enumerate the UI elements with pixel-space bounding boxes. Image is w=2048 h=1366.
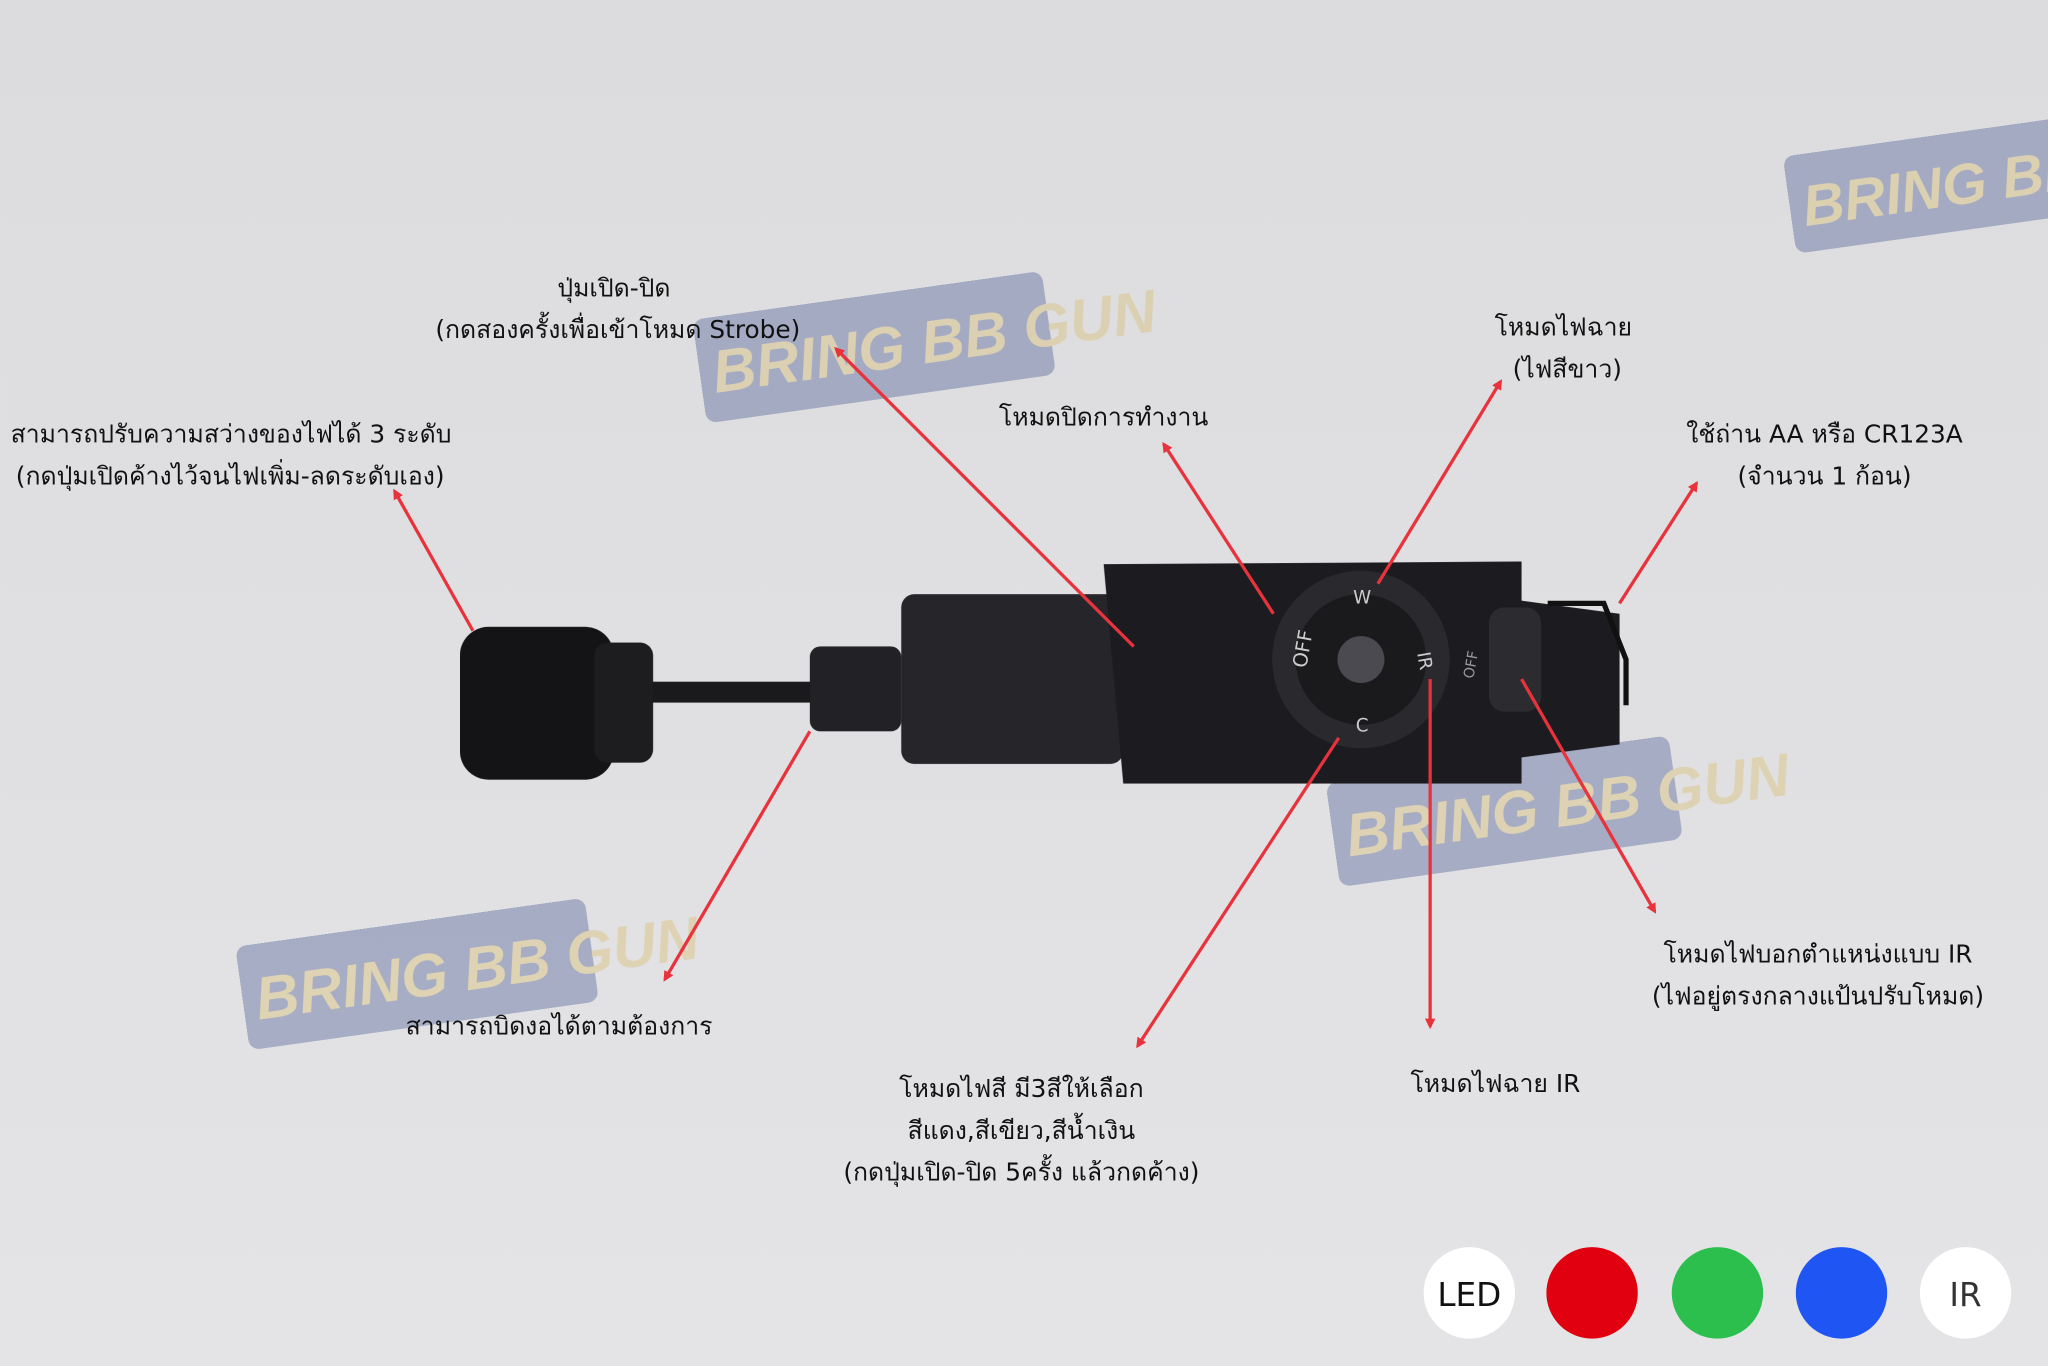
arrow-brightness xyxy=(393,488,475,632)
arrow-color-mode xyxy=(1136,736,1341,1049)
swatch-blue xyxy=(1795,1247,1888,1339)
arrow-battery xyxy=(1618,480,1698,605)
label-ir-flood: โหมดไฟฉาย IR xyxy=(1410,1069,1580,1098)
label-battery-note: (จำนวน 1 ก้อน) xyxy=(1738,461,1912,490)
arrow-white-flood xyxy=(1376,379,1503,585)
arrow-power-button xyxy=(834,346,1135,648)
annotation-arrows xyxy=(393,346,1698,1049)
watermark-logo: BRING BB GUN xyxy=(1784,116,2048,253)
svg-text:W: W xyxy=(1353,587,1371,608)
label-ir-locator-note: (ไฟอยู่ตรงกลางแป้นปรับโหมด) xyxy=(1652,981,1984,1011)
label-ir-locator: โหมดไฟบอกตำแหน่งแบบ IR xyxy=(1663,939,1972,968)
arrow-ir-locator xyxy=(1520,678,1657,914)
label-white-flood: โหมดไฟฉาย xyxy=(1495,313,1633,342)
swatch-ir-label: IR xyxy=(1949,1276,1981,1314)
label-color-mode: โหมดไฟสี มี3สีให้เลือก xyxy=(899,1074,1143,1103)
swatch-green xyxy=(1671,1247,1764,1339)
label-brightness: สามารถปรับความสว่างของไฟได้ 3 ระดับ xyxy=(11,420,452,449)
pressure-switch-cap xyxy=(459,626,614,780)
battery-cap-latch xyxy=(1547,600,1629,706)
ir-locator-led xyxy=(1337,635,1385,683)
weapon-light-device: OFF W IR C OFF xyxy=(459,561,1629,784)
svg-text:IR: IR xyxy=(1412,650,1436,672)
label-bendable: สามารถบิดงอได้ตามต้องการ xyxy=(406,1011,713,1040)
svg-text:C: C xyxy=(1356,715,1369,736)
swatch-red xyxy=(1546,1247,1638,1339)
label-off-mode: โหมดปิดการทำงาน xyxy=(999,403,1209,432)
swatch-ir xyxy=(1919,1247,2012,1339)
label-white-flood-note: (ไฟสีขาว) xyxy=(1513,354,1622,383)
label-brightness-note: (กดปุ่มเปิดค้างไว้จนไฟเพิ่ม-ลดระดับเอง) xyxy=(16,458,445,491)
label-battery: ใช้ถ่าน AA หรือ CR123A xyxy=(1686,420,1963,449)
label-color-mode-note: (กดปุ่มเปิด-ปิด 5ครั้ง แล้วกดค้าง) xyxy=(843,1155,1199,1188)
label-power-button-note: (กดสองครั้งเพื่อเข้าโหมด Strobe) xyxy=(435,312,800,344)
swatch-led-label: LED xyxy=(1437,1276,1501,1314)
flexible-gooseneck xyxy=(640,681,817,703)
annotation-labels: ปุ่มเปิด-ปิด (กดสองครั้งเพื่อเข้าโหมด St… xyxy=(11,273,1984,1187)
light-color-swatches: LED IR xyxy=(1423,1247,2012,1339)
arrow-off-mode xyxy=(1162,441,1275,615)
svg-text:OFF: OFF xyxy=(1461,650,1482,680)
label-power-button: ปุ่มเปิด-ปิด xyxy=(557,273,670,303)
swatch-led-white xyxy=(1423,1247,1516,1339)
arrow-bendable xyxy=(663,730,812,982)
label-color-mode-colors: สีแดง,สีเขียว,สีน้ำเงิน xyxy=(908,1113,1136,1145)
output-switch xyxy=(1488,607,1542,712)
